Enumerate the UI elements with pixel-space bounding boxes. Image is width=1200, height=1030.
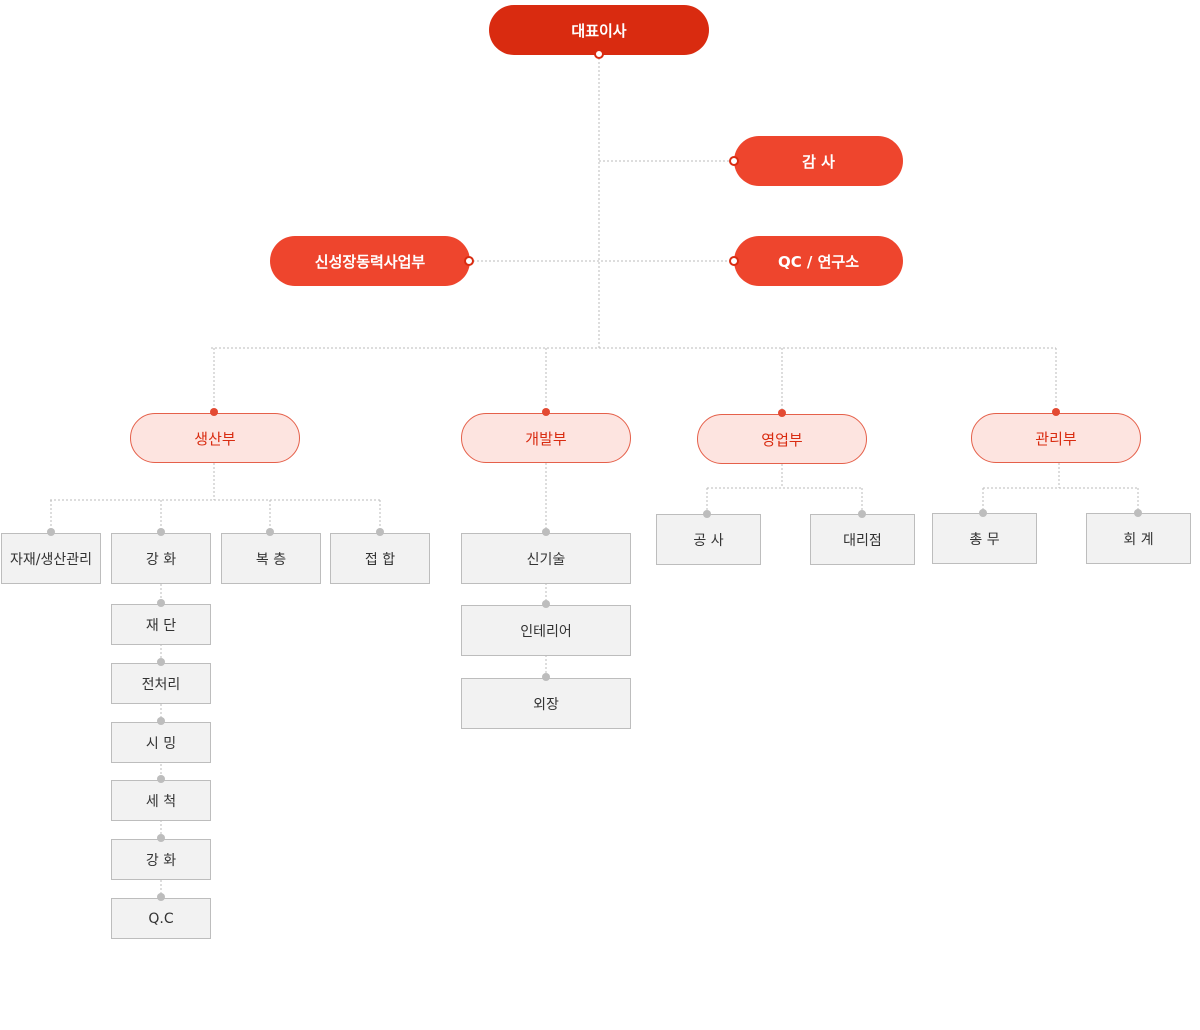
team-label: 접 합 xyxy=(364,551,396,568)
qc-lab-node: QC / 연구소 xyxy=(734,236,903,286)
connector-dot xyxy=(729,156,739,166)
connector-dot xyxy=(542,600,550,608)
process-step-label: 재 단 xyxy=(145,617,177,634)
connector-dot xyxy=(594,49,604,59)
connector-dot xyxy=(157,893,165,901)
connector-dot xyxy=(464,256,474,266)
connector-dot xyxy=(542,673,550,681)
process-step-seaming: 시 밍 xyxy=(111,722,211,763)
team-multilayer: 복 층 xyxy=(221,533,321,584)
connector-dot xyxy=(157,528,165,536)
team-label: 대리점 xyxy=(843,532,882,549)
connector-dot xyxy=(1052,408,1060,416)
department-management-label: 관리부 xyxy=(1035,429,1077,448)
team-new-technology: 신기술 xyxy=(461,533,631,584)
connector-dot xyxy=(542,528,550,536)
team-exterior: 외장 xyxy=(461,678,631,729)
team-accounting: 회 계 xyxy=(1086,513,1191,564)
team-dealership: 대리점 xyxy=(810,514,915,565)
team-label: 총 무 xyxy=(969,531,1000,548)
team-label: 복 층 xyxy=(255,551,287,568)
qc-lab-label: QC / 연구소 xyxy=(777,252,860,271)
team-strengthening: 강 화 xyxy=(111,533,211,584)
team-materials-production-control: 자재/생산관리 xyxy=(1,533,101,584)
ceo-label: 대표이사 xyxy=(571,21,627,40)
connector-dot xyxy=(778,409,786,417)
connector-dot xyxy=(210,408,218,416)
connector-dot xyxy=(157,775,165,783)
process-step-strengthening: 강 화 xyxy=(111,839,211,880)
department-management: 관리부 xyxy=(971,413,1141,463)
team-label: 인테리어 xyxy=(520,623,572,640)
team-label: 자재/생산관리 xyxy=(10,551,92,568)
connector-dot xyxy=(157,717,165,725)
team-interior: 인테리어 xyxy=(461,605,631,656)
team-label: 공 사 xyxy=(693,532,724,549)
process-step-qc: Q.C xyxy=(111,898,211,939)
department-sales: 영업부 xyxy=(697,414,867,464)
team-construction: 공 사 xyxy=(656,514,761,565)
department-development-label: 개발부 xyxy=(525,429,567,448)
department-production: 생산부 xyxy=(130,413,300,463)
audit-node: 감 사 xyxy=(734,136,903,186)
new-growth-division-node: 신성장동력사업부 xyxy=(270,236,470,286)
process-step-label: 전처리 xyxy=(141,676,181,693)
team-label: 강 화 xyxy=(145,551,177,568)
process-step-label: 강 화 xyxy=(145,852,177,869)
connector-dot xyxy=(542,408,550,416)
connector-dot xyxy=(858,510,866,518)
team-label: 외장 xyxy=(533,696,559,713)
connector-dot xyxy=(157,658,165,666)
team-general-affairs: 총 무 xyxy=(932,513,1037,564)
team-label: 신기술 xyxy=(526,551,566,568)
team-laminating: 접 합 xyxy=(330,533,430,584)
ceo-node: 대표이사 xyxy=(489,5,709,55)
department-development: 개발부 xyxy=(461,413,631,463)
process-step-pretreatment: 전처리 xyxy=(111,663,211,704)
process-step-washing: 세 척 xyxy=(111,780,211,821)
connector-dot xyxy=(1134,509,1142,517)
department-sales-label: 영업부 xyxy=(761,430,803,449)
team-label: 회 계 xyxy=(1123,531,1154,548)
audit-label: 감 사 xyxy=(802,152,835,171)
department-production-label: 생산부 xyxy=(194,429,236,448)
connector-dot xyxy=(47,528,55,536)
new-growth-division-label: 신성장동력사업부 xyxy=(314,252,426,271)
process-step-cutting: 재 단 xyxy=(111,604,211,645)
connector-dot xyxy=(157,599,165,607)
connector-dot xyxy=(703,510,711,518)
connector-dot xyxy=(266,528,274,536)
connector-dot xyxy=(729,256,739,266)
connector-dot xyxy=(979,509,987,517)
connector-dot xyxy=(157,834,165,842)
process-step-label: Q.C xyxy=(148,910,174,927)
process-step-label: 시 밍 xyxy=(145,735,177,752)
connector-dot xyxy=(376,528,384,536)
process-step-label: 세 척 xyxy=(145,793,177,810)
